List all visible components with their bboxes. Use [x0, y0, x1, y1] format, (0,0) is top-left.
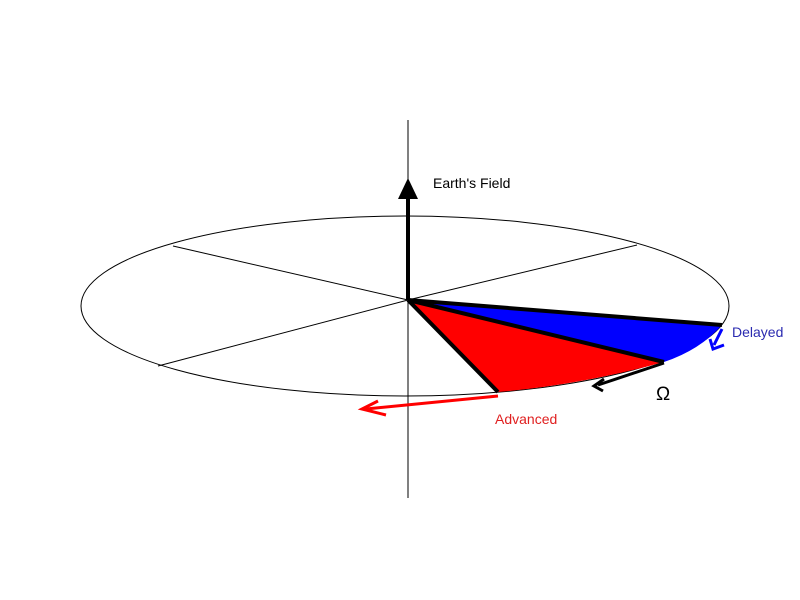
omega-arrow-shaft [597, 361, 665, 387]
advanced-arrowhead [357, 399, 387, 417]
ellipse-diagonal-2 [407, 244, 638, 301]
advanced-label: Advanced [495, 411, 557, 427]
moment-vector [407, 298, 665, 364]
delayed-arrow [712, 328, 724, 346]
advanced-arrow-shaft [365, 394, 499, 411]
delayed-edge [407, 298, 723, 327]
delayed-label: Delayed [732, 324, 783, 340]
omega-arrowhead [591, 377, 605, 393]
ellipse-diagonal-3 [157, 299, 409, 367]
precession-ellipse [80, 215, 730, 397]
advanced-edge [406, 298, 500, 394]
advanced-sector [408, 300, 664, 392]
earth-field-arrowhead [398, 178, 418, 199]
delayed-arrowhead [708, 338, 725, 351]
omega-label: Ω [656, 384, 670, 405]
ellipse-diagonal-1 [172, 245, 409, 301]
delayed-sector [408, 300, 722, 362]
earth-field-label: Earth's Field [433, 175, 510, 191]
